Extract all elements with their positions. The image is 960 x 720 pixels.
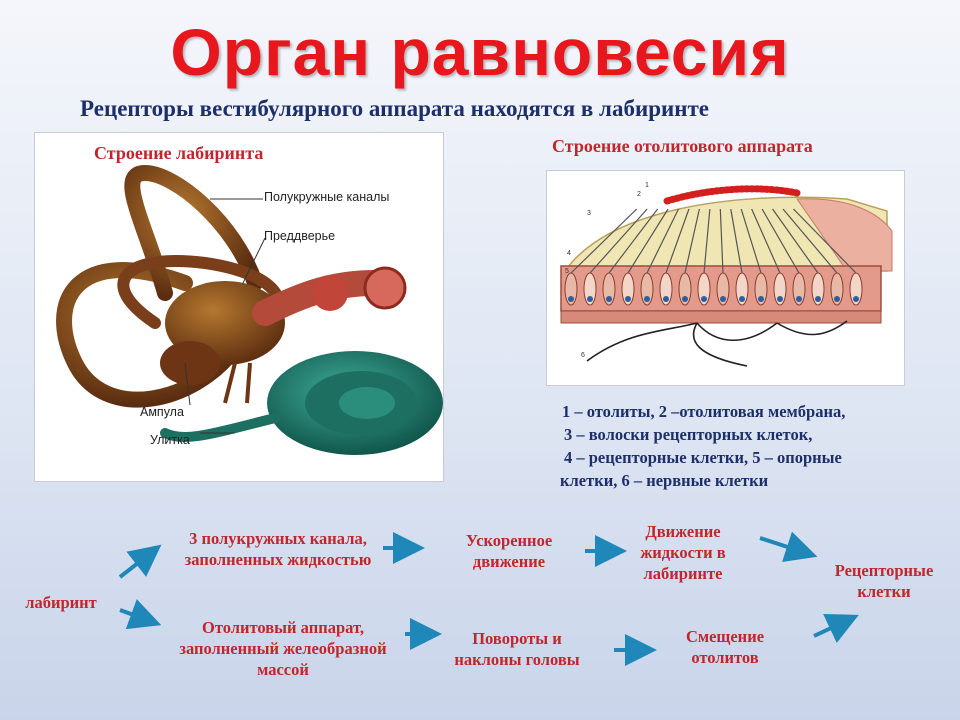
cell-nucleus bbox=[758, 296, 764, 302]
nerve-cut bbox=[363, 266, 407, 310]
nerve-fibers bbox=[586, 320, 848, 367]
arrow-to-otolith bbox=[119, 599, 162, 630]
flow-receptors: Рецепторные клетки bbox=[834, 561, 934, 601]
stem-1 bbox=[223, 362, 237, 404]
receptor-hair bbox=[772, 208, 819, 274]
superior-canal bbox=[124, 164, 263, 301]
slide-title: Орган равновесия bbox=[170, 15, 790, 89]
cell-nucleus bbox=[606, 296, 612, 302]
otolith-membrane bbox=[563, 196, 888, 272]
label-ampulla: Ампула bbox=[140, 405, 184, 419]
receptor-hair bbox=[608, 208, 659, 274]
receptor-hair bbox=[703, 208, 711, 274]
labyrinth-illustration bbox=[34, 132, 444, 482]
cell-nucleus bbox=[853, 296, 859, 302]
label-vestibule: Преддверье bbox=[264, 229, 336, 243]
receptor-hair bbox=[751, 208, 781, 274]
cell-nucleus bbox=[701, 296, 707, 302]
receptor-hair bbox=[782, 208, 838, 274]
flow-canals: 3 полукружных канала, заполненных жидкос… bbox=[184, 529, 372, 569]
flow-labyrinth: лабиринт bbox=[25, 593, 97, 612]
receptor-hair bbox=[761, 208, 800, 274]
receptor-hair bbox=[730, 208, 743, 274]
receptor-hair bbox=[740, 208, 762, 274]
label-canals: Полукружные каналы bbox=[264, 190, 390, 204]
legend-line-3: 4 – рецепторные клетки, 5 – опорные bbox=[564, 448, 842, 467]
nerve-ganglion bbox=[312, 275, 348, 311]
arrow-to-receptors-bottom bbox=[813, 614, 859, 643]
flow-shift: Смещение отолитов bbox=[685, 627, 765, 667]
receptor-hair bbox=[589, 208, 648, 274]
otoliths-layer bbox=[663, 185, 801, 205]
legend-line-4: клетки, 6 – нервные клетки bbox=[560, 471, 769, 490]
legend-line-1: 1 – отолиты, 2 –отолитовая мембрана, bbox=[562, 402, 846, 421]
receptor-hair bbox=[793, 208, 857, 274]
leader-ampulla bbox=[184, 362, 191, 406]
receptor-hair bbox=[719, 208, 724, 274]
receptor-hair bbox=[684, 208, 700, 274]
receptor-hair bbox=[665, 208, 690, 274]
leader-vestibule bbox=[242, 237, 266, 284]
cell-nucleus bbox=[739, 296, 745, 302]
stem-2 bbox=[245, 362, 252, 404]
posterior-canal bbox=[56, 262, 243, 408]
otolith-legend: 1 – отолиты, 2 –отолитовая мембрана, 3 –… bbox=[560, 400, 942, 492]
flow-accelerated: Ускоренное движение bbox=[465, 531, 553, 571]
flow-otolith: Отолитовый аппарат, заполненный желеобра… bbox=[179, 618, 387, 679]
support-layer bbox=[560, 310, 882, 324]
cell-nucleus bbox=[777, 296, 783, 302]
cell-nucleus bbox=[796, 296, 802, 302]
flow-fluid: Движение жидкости в лабиринте bbox=[640, 522, 726, 583]
marker-1: 1 bbox=[645, 182, 649, 189]
labyrinth-drawing bbox=[56, 164, 443, 455]
label-cochlea: Улитка bbox=[150, 433, 190, 447]
labyrinth-caption: Строение лабиринта bbox=[94, 143, 264, 163]
cell-nucleus bbox=[815, 296, 821, 302]
membrane-cut-edge bbox=[796, 198, 893, 272]
otolith-caption: Строение отолитового аппарата bbox=[552, 136, 813, 156]
marker-5: 5 bbox=[565, 268, 569, 275]
receptor-hair bbox=[627, 208, 669, 274]
otolith-drawing: 1 2 3 4 5 6 bbox=[560, 182, 893, 367]
cell-nucleus bbox=[834, 296, 840, 302]
ampulla-shape bbox=[160, 341, 220, 385]
flow-turns: Повороты и наклоны головы bbox=[454, 629, 580, 669]
cell-nucleus bbox=[720, 296, 726, 302]
cell-nucleus bbox=[587, 296, 593, 302]
cell-nucleus bbox=[625, 296, 631, 302]
cochlear-duct bbox=[160, 413, 280, 443]
arrow-to-canals bbox=[118, 544, 162, 579]
otolith-illustration: 1 2 3 4 5 6 bbox=[546, 170, 905, 386]
cochlea-turn-3 bbox=[339, 387, 395, 419]
receptor-hair bbox=[570, 208, 638, 274]
marker-2: 2 bbox=[637, 191, 641, 198]
legend-line-2: 3 – волоски рецепторных клеток, bbox=[564, 425, 813, 444]
marker-6: 6 bbox=[581, 352, 585, 359]
arrow-to-receptors-top bbox=[759, 531, 818, 563]
cell-nucleus bbox=[682, 296, 688, 302]
cell-nucleus bbox=[568, 296, 574, 302]
receptor-hair bbox=[646, 208, 680, 274]
cell-nucleus bbox=[644, 296, 650, 302]
slide-subtitle: Рецепторы вестибулярного аппарата находя… bbox=[80, 96, 710, 121]
marker-3: 3 bbox=[587, 210, 591, 217]
marker-4: 4 bbox=[567, 250, 571, 257]
cell-nucleus bbox=[663, 296, 669, 302]
